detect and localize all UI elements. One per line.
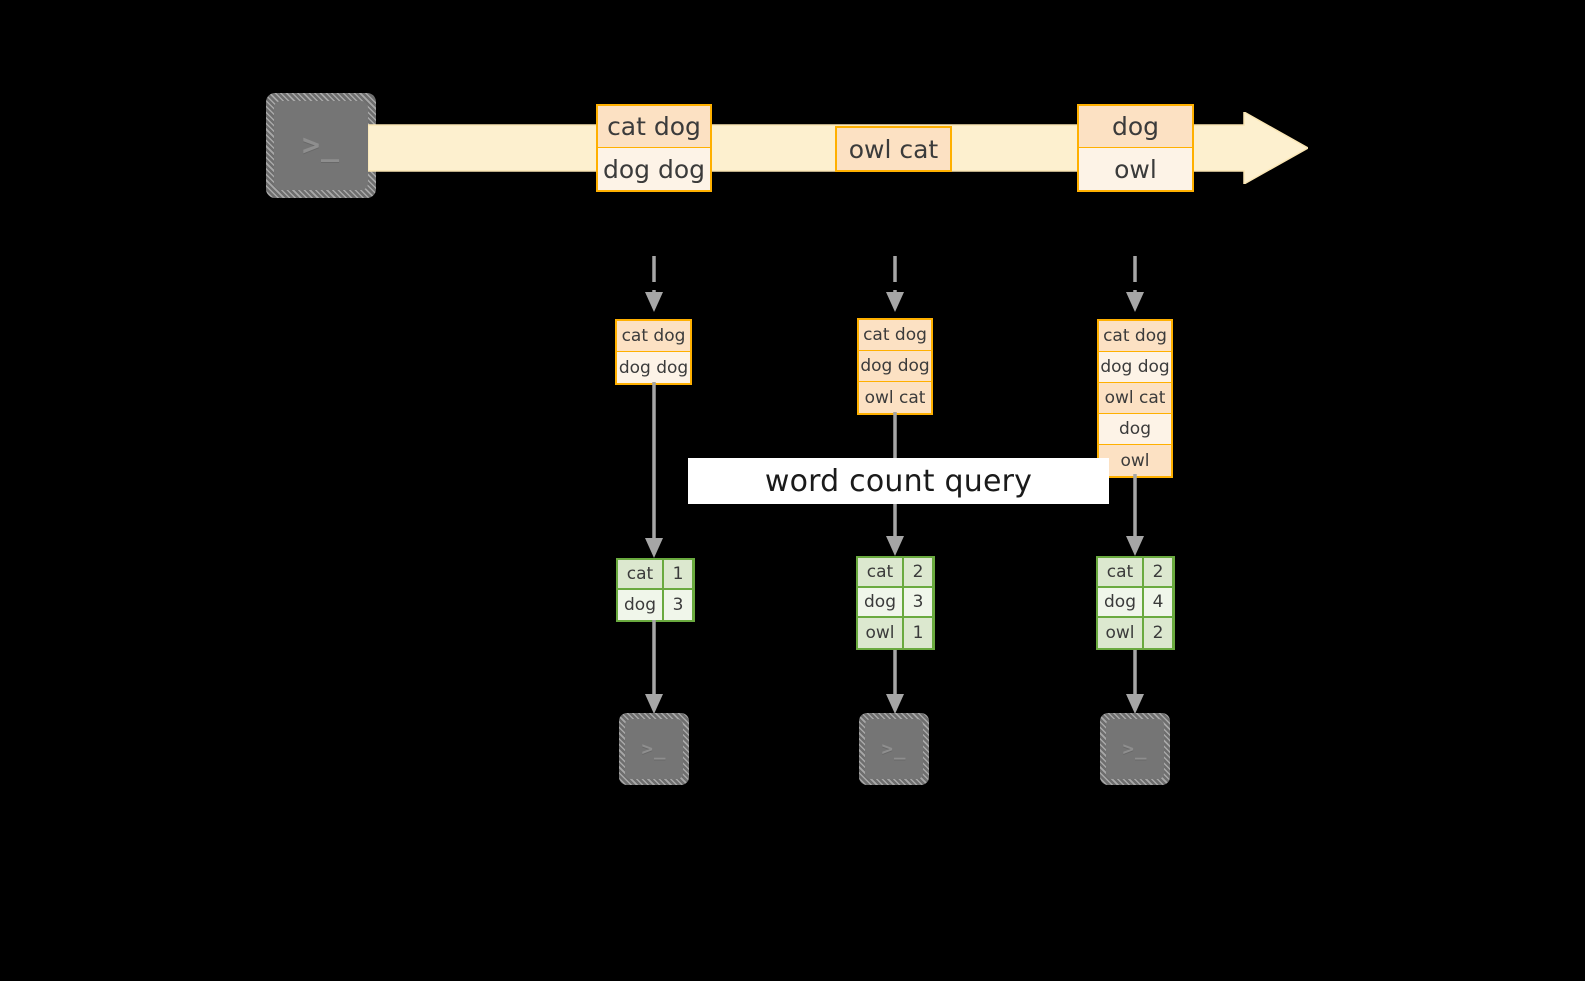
input-line: owl cat: [859, 382, 931, 413]
sink-terminal-icon-3: >_: [1100, 713, 1170, 785]
accumulated-input-1: cat dog dog dog: [615, 319, 692, 385]
terminal-prompt-glyph: >_: [641, 737, 667, 760]
input-line: cat dog: [859, 320, 931, 351]
input-line: dog dog: [617, 352, 690, 383]
result-table-2: cat 2 dog 3 owl 1: [856, 556, 935, 650]
result-table-1: cat 1 dog 3: [616, 558, 695, 622]
terminal-prompt-glyph: >_: [301, 127, 341, 163]
result-to-sink-connector-3: [1124, 650, 1146, 716]
result-word: cat: [618, 560, 664, 588]
terminal-screen: >_: [274, 101, 368, 190]
sink-terminal-icon-2: >_: [859, 713, 929, 785]
terminal-prompt-glyph: >_: [881, 737, 907, 760]
stream-message-1: cat dog dog dog: [596, 104, 712, 192]
input-line: dog: [1099, 414, 1171, 445]
input-line: cat dog: [617, 321, 690, 352]
table-row: owl 2: [1098, 618, 1173, 648]
accumulated-input-3: cat dog dog dog owl cat dog owl: [1097, 319, 1173, 478]
table-row: dog 4: [1098, 588, 1173, 618]
result-count: 2: [1144, 618, 1172, 648]
result-count: 3: [904, 588, 932, 616]
result-word: owl: [1098, 618, 1144, 648]
terminal-prompt-glyph: >_: [1122, 737, 1148, 760]
message-line: owl: [1079, 148, 1192, 190]
input-line: dog dog: [1099, 352, 1171, 383]
result-count: 4: [1144, 588, 1172, 616]
sink-terminal-icon-1: >_: [619, 713, 689, 785]
input-line: owl cat: [1099, 383, 1171, 414]
result-count: 1: [664, 560, 692, 588]
terminal-screen: >_: [865, 719, 923, 779]
stream-message-3: dog owl: [1077, 104, 1194, 192]
message-line: cat dog: [598, 106, 710, 148]
result-word: dog: [618, 590, 664, 620]
result-count: 3: [664, 590, 692, 620]
query-connector-1: [643, 382, 665, 560]
table-row: dog 3: [618, 590, 693, 620]
result-table-3: cat 2 dog 4 owl 2: [1096, 556, 1175, 650]
stream-to-input-connector-3: [1121, 256, 1149, 314]
message-line: dog: [1079, 106, 1192, 148]
query-banner-label: word count query: [764, 463, 1033, 499]
result-word: owl: [858, 618, 904, 648]
input-line: owl: [1099, 445, 1171, 476]
table-row: cat 2: [1098, 558, 1173, 588]
table-row: owl 1: [858, 618, 933, 648]
stream-to-input-connector-1: [640, 256, 668, 314]
stream-message-2: owl cat: [835, 126, 952, 172]
table-row: dog 3: [858, 588, 933, 618]
result-word: dog: [858, 588, 904, 616]
input-line: cat dog: [1099, 321, 1171, 352]
result-to-sink-connector-1: [643, 620, 665, 716]
message-line: owl cat: [837, 128, 950, 170]
result-count: 2: [904, 558, 932, 586]
result-count: 2: [1144, 558, 1172, 586]
terminal-screen: >_: [1106, 719, 1164, 779]
result-to-sink-connector-2: [884, 650, 906, 716]
input-line: dog dog: [859, 351, 931, 382]
result-word: dog: [1098, 588, 1144, 616]
result-word: cat: [1098, 558, 1144, 586]
message-line: dog dog: [598, 148, 710, 190]
query-banner: word count query: [688, 458, 1109, 504]
table-row: cat 2: [858, 558, 933, 588]
table-row: cat 1: [618, 560, 693, 590]
accumulated-input-2: cat dog dog dog owl cat: [857, 318, 933, 415]
source-terminal-icon: >_: [266, 93, 376, 198]
result-word: cat: [858, 558, 904, 586]
query-connector-3: [1124, 474, 1146, 558]
terminal-screen: >_: [625, 719, 683, 779]
result-count: 1: [904, 618, 932, 648]
stream-to-input-connector-2: [881, 256, 909, 314]
